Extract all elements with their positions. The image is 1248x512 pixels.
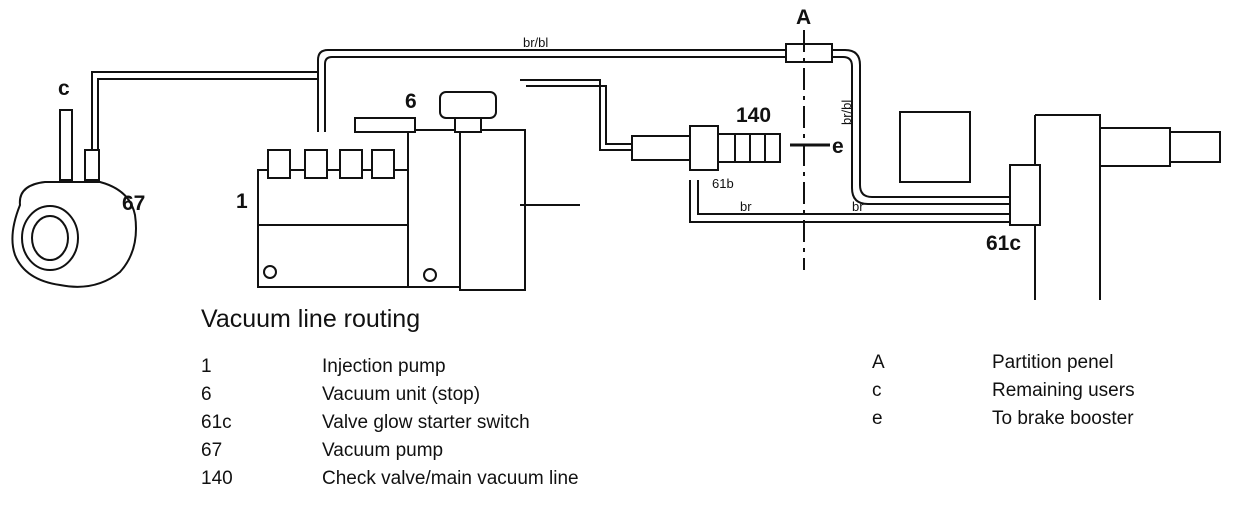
label-br-left: br <box>740 199 752 214</box>
legend-row: 140 Check valve/main vacuum line <box>201 465 661 493</box>
legend-desc: Vacuum pump <box>322 440 444 461</box>
legend-key: 140 <box>201 468 233 489</box>
injection-pump <box>257 117 580 291</box>
legend-desc: To brake booster <box>992 408 1134 429</box>
label-A: A <box>796 6 811 29</box>
vacuum-pump <box>11 109 137 288</box>
label-61b: 61b <box>712 176 734 191</box>
vacuum-line-to-pump <box>91 71 318 150</box>
legend-key: A <box>872 352 885 373</box>
legend-row: e To brake booster <box>872 405 1202 433</box>
diagram-caption: Vacuum line routing <box>201 305 421 333</box>
vacuum-routing-drawing: c 67 1 6 140 A e 61b 61c br/bl br/bl br … <box>11 6 1221 300</box>
check-valve <box>631 125 781 171</box>
legend-key: 6 <box>201 384 212 405</box>
legend-desc: Remaining users <box>992 380 1135 401</box>
label-br-bl-top: br/bl <box>523 35 548 50</box>
legend-key: e <box>872 408 883 429</box>
legend-row: c Remaining users <box>872 377 1202 405</box>
legend-desc: Valve glow starter switch <box>322 412 530 433</box>
legend-row: A Partition penel <box>872 349 1202 377</box>
legend-key: 1 <box>201 356 212 377</box>
label-c: c <box>58 77 70 100</box>
label-e: e <box>832 135 844 158</box>
vacuum-unit-stop <box>439 91 497 133</box>
legend-desc: Check valve/main vacuum line <box>322 468 579 489</box>
legend-desc: Vacuum unit (stop) <box>322 384 481 405</box>
legend-desc: Partition penel <box>992 352 1114 373</box>
legend-row: 1 Injection pump <box>201 353 661 381</box>
label-67: 67 <box>122 192 145 215</box>
legend-row: 67 Vacuum pump <box>201 437 661 465</box>
label-br-bl-vertical: br/bl <box>839 100 854 125</box>
legend-row: 61c Valve glow starter switch <box>201 409 661 437</box>
label-140: 140 <box>736 104 771 127</box>
label-1: 1 <box>236 190 248 213</box>
vacuum-line-br <box>689 180 1020 223</box>
vacuum-line-br-bl <box>317 49 1010 198</box>
label-br-right: br <box>852 199 864 214</box>
legend-key: c <box>872 380 882 401</box>
legend-key: 67 <box>201 440 223 461</box>
legend-row: 6 Vacuum unit (stop) <box>201 381 661 409</box>
legend-right: A Partition penel c Remaining users e To br… <box>872 349 1202 433</box>
label-61c: 61c <box>986 232 1021 255</box>
brake-booster <box>899 111 1221 300</box>
legend-desc: Injection pump <box>322 356 446 377</box>
legend-key: 61c <box>201 412 232 433</box>
label-6: 6 <box>405 90 417 113</box>
